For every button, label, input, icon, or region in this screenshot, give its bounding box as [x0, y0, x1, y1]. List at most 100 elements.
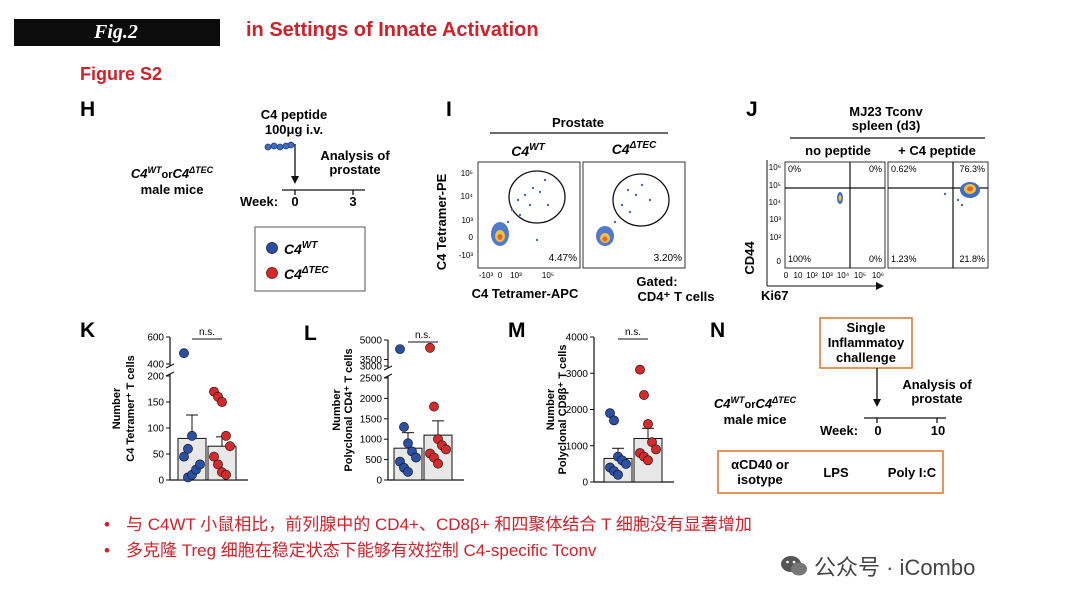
- j-q-nopep-ul: 0%: [788, 164, 801, 174]
- j-col2: + C4 peptide: [898, 143, 976, 158]
- flow-plot-nopep: [784, 161, 886, 269]
- j-ytick-3: 10³: [769, 215, 781, 224]
- gate-tec: [612, 173, 670, 227]
- week-n-tick10: 10: [931, 423, 945, 438]
- y-tick-label: 0: [582, 478, 588, 489]
- y-tick-label: 400: [147, 360, 164, 371]
- week-h-tick0: 0: [291, 194, 298, 209]
- y-axis-label: Number: [111, 387, 123, 429]
- y-tick-label: 100: [147, 424, 164, 435]
- j-q-pep-ur: 76.3%: [959, 164, 985, 174]
- mice-h-or: or: [161, 169, 173, 181]
- legend-box: C4WT C4ΔTEC: [254, 226, 366, 292]
- analysis-h-line1: Analysis of: [320, 148, 390, 163]
- i-ytick-1: 10⁴: [461, 192, 474, 201]
- peptide-label: C4 peptide: [261, 107, 327, 122]
- panel-letter: L: [304, 322, 317, 345]
- gated-line1: Gated:: [636, 274, 677, 289]
- data-point: [425, 342, 435, 353]
- challenge-arrow-head: [873, 399, 881, 407]
- panel-h: H C4 peptide 100μg i.v. Analysis of pros…: [80, 98, 390, 292]
- mice-n-line2: male mice: [724, 412, 787, 427]
- j-xtick-0: 0: [784, 271, 789, 280]
- i-xtick-0: -10³: [479, 271, 494, 280]
- col-wt-label: C4WT: [511, 142, 545, 159]
- figure-subtitle: Figure S2: [80, 64, 163, 84]
- data-point: [221, 430, 231, 441]
- i-xtick-1: 0: [498, 271, 503, 280]
- mice-h-line2: male mice: [141, 182, 204, 197]
- panel-letter: K: [80, 319, 95, 342]
- treatment-1-line2: isotype: [737, 472, 783, 487]
- y-tick-label: 5000: [360, 336, 383, 347]
- j-title-1: MJ23 Tconv: [849, 104, 923, 119]
- data-point: [643, 455, 653, 466]
- data-point: [403, 438, 413, 449]
- j-ytick-5: 0: [777, 257, 782, 266]
- j-ytick-4: 10²: [769, 233, 781, 242]
- treatment-3: Poly I:C: [888, 465, 937, 480]
- y-tick-label: 3000: [566, 369, 589, 380]
- j-title-2: spleen (d3): [852, 118, 921, 133]
- j-q-nopep-lr: 0%: [869, 254, 882, 264]
- data-point: [651, 444, 661, 455]
- i-ytick-0: 10⁵: [461, 169, 473, 178]
- flow-events-tec: [596, 183, 652, 246]
- y-tick-label: 2500: [360, 374, 383, 385]
- sig-label: n.s.: [415, 330, 431, 341]
- i-xlabel: C4 Tetramer-APC: [472, 286, 579, 301]
- flow-plot-tec: [582, 161, 686, 269]
- legend-wt-label: C4WT: [284, 240, 318, 257]
- j-q-pep-ul: 0.62%: [891, 164, 917, 174]
- y-tick-label: 0: [158, 476, 164, 487]
- peptide-arrow-head: [291, 176, 299, 184]
- data-point: [635, 364, 645, 375]
- legend-wt-marker: [266, 242, 278, 254]
- axis-break: [165, 371, 175, 377]
- treatment-box: [717, 450, 944, 494]
- data-point: [183, 443, 193, 454]
- data-point: [395, 344, 405, 354]
- challenge-line2: Inflammatoy: [828, 335, 905, 350]
- summary-bullets: 与 C4WT 小鼠相比，前列腺中的 CD4+、CD8β+ 和四聚体结合 T 细胞…: [104, 512, 752, 564]
- week-n-label: Week:: [820, 423, 858, 438]
- sig-label: n.s.: [199, 327, 215, 338]
- panel-n: N Single Inflammatoy challenge Analysis …: [710, 317, 972, 494]
- data-point: [217, 397, 227, 407]
- data-point: [179, 348, 189, 359]
- syringe-icon: [264, 141, 295, 151]
- gate-wt: [508, 170, 566, 224]
- j-xtick-2: 10²: [806, 271, 818, 280]
- slide-title: in Settings of Innate Activation: [246, 19, 539, 41]
- treatment-2: LPS: [823, 465, 849, 480]
- organ-label: Prostate: [552, 115, 604, 130]
- data-point: [399, 422, 409, 432]
- data-point: [221, 469, 231, 480]
- mice-h-wt: C4: [131, 166, 148, 181]
- mice-h-wt-sup: WT: [147, 165, 162, 175]
- data-point: [441, 444, 451, 455]
- data-point: [179, 451, 189, 462]
- sig-label: n.s.: [625, 327, 641, 338]
- challenge-box: [819, 317, 913, 369]
- j-xtick-4: 10⁴: [837, 271, 850, 280]
- i-ylabel: C4 Tetramer-PE: [434, 173, 449, 270]
- pct-tec: 3.20%: [654, 253, 682, 264]
- j-q-nopep-ll: 100%: [788, 254, 811, 264]
- y-tick-label: 0: [376, 476, 382, 487]
- panel-i-letter: I: [446, 98, 452, 121]
- axis-break: [383, 373, 393, 379]
- flow-events-wt: [491, 178, 550, 246]
- y-axis-label: Polyclonal CD8β⁺ T cells: [557, 345, 569, 475]
- data-point: [225, 441, 235, 452]
- legend-tec-label: C4ΔTEC: [284, 265, 329, 282]
- flow-events-nopep: [837, 192, 843, 204]
- y-tick-label: 200: [147, 372, 164, 383]
- panel-letter: M: [508, 319, 526, 342]
- mice-h-tec-sup: ΔTEC: [188, 165, 214, 175]
- j-q-pep-lr: 21.8%: [959, 254, 985, 264]
- panel-i: I Prostate C4WT C4ΔTEC 4.47% 3.20% 10⁵ 1…: [434, 98, 714, 304]
- j-ytick-1: 10⁵: [769, 181, 781, 190]
